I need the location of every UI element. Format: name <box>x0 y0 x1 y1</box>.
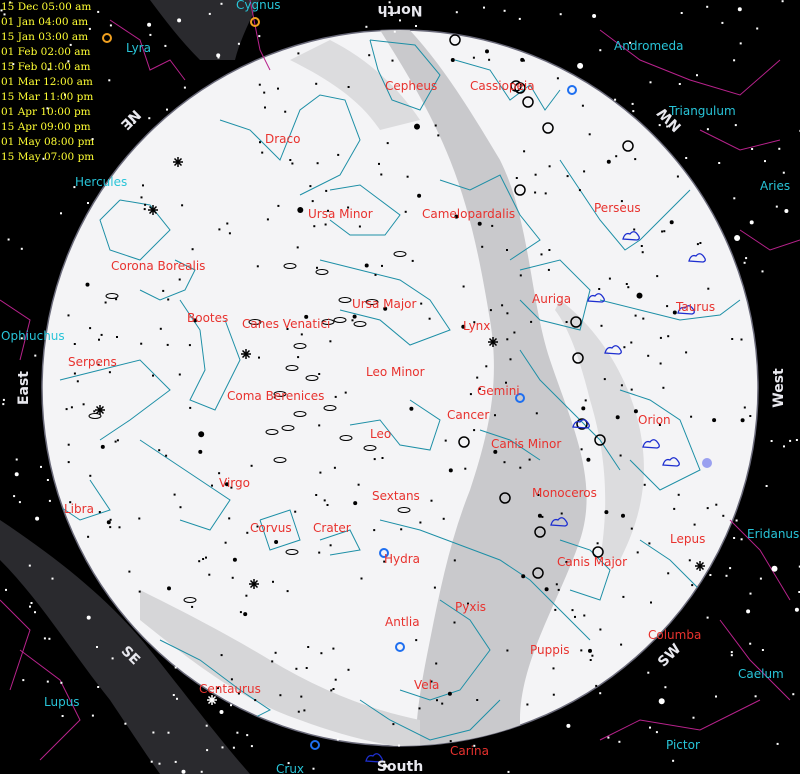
label-libra[interactable]: Libra <box>64 502 94 516</box>
label-columba[interactable]: Columba <box>648 628 701 642</box>
label-draco[interactable]: Draco <box>265 132 300 146</box>
view-time-6: 01 Mar 12:00 am <box>1 76 93 88</box>
label-canis-minor[interactable]: Canis Minor <box>491 437 561 451</box>
label-ophiuchus[interactable]: Ophiuchus <box>1 329 65 343</box>
constellation-labels: Cepheus Cassiopeia Draco Ursa Minor Came… <box>64 79 715 758</box>
label-coma-berenices[interactable]: Coma Berenices <box>227 389 324 403</box>
view-time-9: 15 Apr 09:00 pm <box>1 121 91 133</box>
label-cygnus[interactable]: Cygnus <box>236 0 281 12</box>
view-time-10: 01 May 08:00 pm <box>1 136 94 148</box>
label-serpens[interactable]: Serpens <box>68 355 117 369</box>
label-andromeda[interactable]: Andromeda <box>614 39 684 53</box>
label-canis-major[interactable]: Canis Major <box>557 555 627 569</box>
label-pyxis[interactable]: Pyxis <box>455 600 486 614</box>
label-leo-minor[interactable]: Leo Minor <box>366 365 425 379</box>
label-caelum[interactable]: Caelum <box>738 667 784 681</box>
label-crater[interactable]: Crater <box>313 521 351 535</box>
label-orion[interactable]: Orion <box>638 413 671 427</box>
label-puppis[interactable]: Puppis <box>530 643 569 657</box>
label-pictor[interactable]: Pictor <box>666 738 700 752</box>
label-vela[interactable]: Vela <box>414 678 439 692</box>
label-corvus[interactable]: Corvus <box>250 521 292 535</box>
label-perseus[interactable]: Perseus <box>594 201 641 215</box>
direction-east: East <box>16 371 32 405</box>
label-lyra[interactable]: Lyra <box>126 41 151 55</box>
label-eridanus[interactable]: Eridanus <box>747 527 799 541</box>
view-time-4: 01 Feb 02:00 am <box>1 46 91 58</box>
label-hydra[interactable]: Hydra <box>384 552 420 566</box>
label-ursa-minor[interactable]: Ursa Minor <box>308 207 373 221</box>
label-canes-venatici[interactable]: Canes Venatici <box>242 317 330 331</box>
label-lupus[interactable]: Lupus <box>44 695 80 709</box>
label-cepheus[interactable]: Cepheus <box>385 79 437 93</box>
label-centaurus[interactable]: Centaurus <box>199 682 261 696</box>
label-ursa-major[interactable]: Ursa Major <box>352 297 417 311</box>
label-crux[interactable]: Crux <box>276 762 304 774</box>
label-corona-borealis[interactable]: Corona Borealis <box>111 259 205 273</box>
milky-way <box>140 30 644 746</box>
label-lepus[interactable]: Lepus <box>670 532 705 546</box>
label-lynx[interactable]: Lynx <box>463 319 490 333</box>
label-virgo[interactable]: Virgo <box>219 476 250 490</box>
label-carina[interactable]: Carina <box>450 744 489 758</box>
label-cassiopeia[interactable]: Cassiopeia <box>470 79 535 93</box>
label-cancer[interactable]: Cancer <box>447 408 489 422</box>
label-bootes[interactable]: Bootes <box>187 311 228 325</box>
label-leo[interactable]: Leo <box>370 427 391 441</box>
view-time-7: 15 Mar 11:00 pm <box>1 91 93 103</box>
view-time-3: 15 Jan 03:00 am <box>1 31 88 43</box>
direction-south: South <box>377 759 423 774</box>
label-taurus[interactable]: Taurus <box>675 300 715 314</box>
label-antlia[interactable]: Antlia <box>385 615 420 629</box>
view-time-2: 01 Jan 04:00 am <box>1 16 88 28</box>
view-time-5: 15 Feb 01:00 am <box>1 61 91 73</box>
view-time-11: 15 May 07:00 pm <box>1 151 94 163</box>
view-times-list: 15 Dec 05:00 am 01 Jan 04:00 am 15 Jan 0… <box>1 1 94 163</box>
direction-north: North <box>378 2 423 18</box>
direction-west: West <box>771 368 787 408</box>
label-sextans[interactable]: Sextans <box>372 489 420 503</box>
label-monoceros[interactable]: Monoceros <box>532 486 597 500</box>
label-camelopardalis[interactable]: Camelopardalis <box>422 207 515 221</box>
view-time-8: 01 Apr 10:00 pm <box>1 106 91 118</box>
label-aries[interactable]: Aries <box>760 179 790 193</box>
view-time-1: 15 Dec 05:00 am <box>1 1 91 13</box>
label-auriga[interactable]: Auriga <box>532 292 571 306</box>
label-triangulum[interactable]: Triangulum <box>668 104 736 118</box>
label-hercules[interactable]: Hercules <box>75 175 127 189</box>
milky-way-outside <box>0 0 260 774</box>
label-gemini[interactable]: Gemini <box>477 384 520 398</box>
